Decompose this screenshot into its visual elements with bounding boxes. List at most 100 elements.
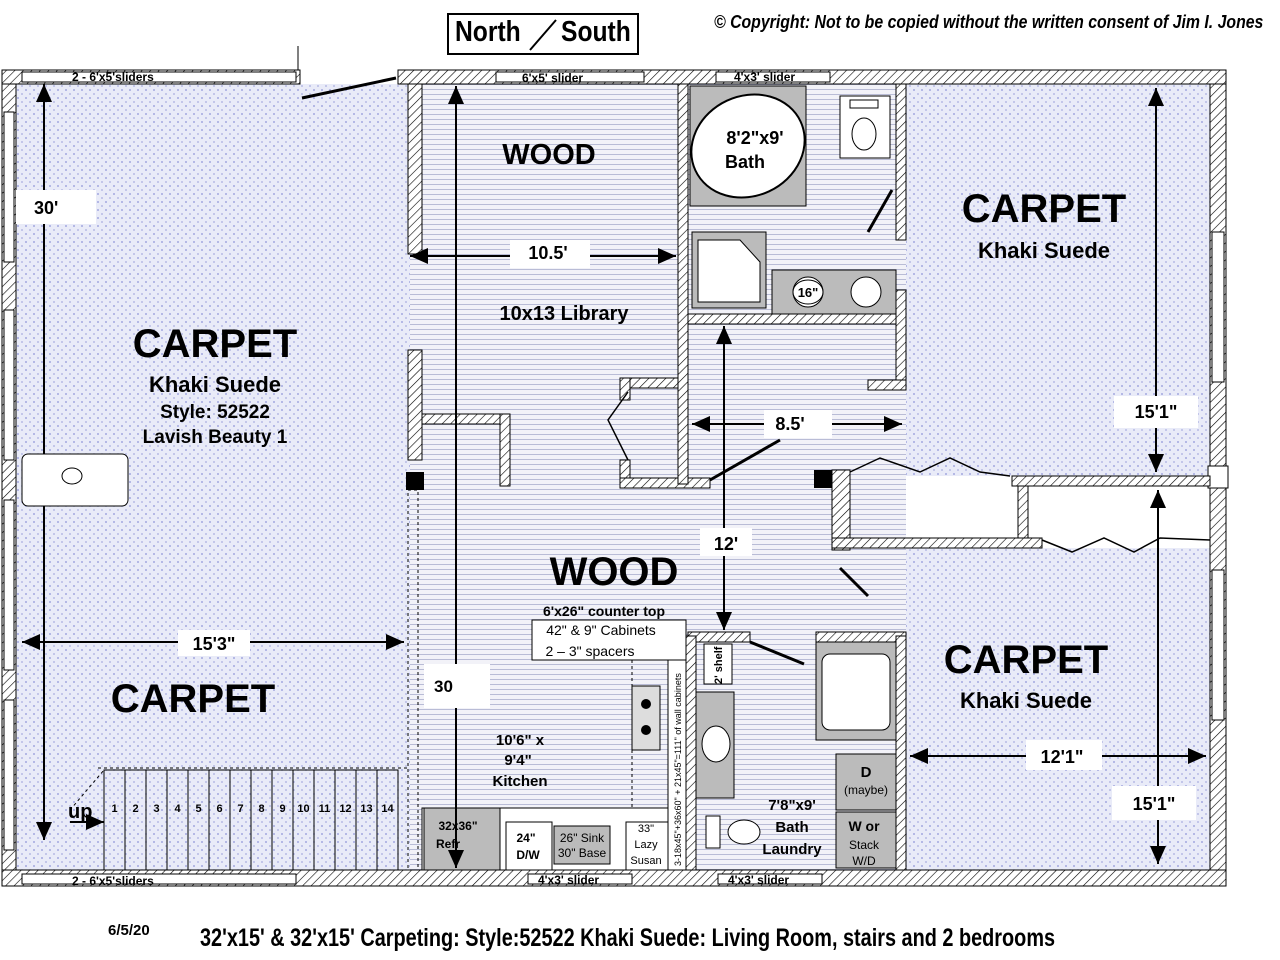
bath-tub-size-label: 8'2"x9'	[726, 128, 783, 148]
copyright-notice: © Copyright: Not to be copied without th…	[714, 12, 1264, 32]
window-left-2	[3, 309, 15, 461]
dishwasher	[505, 821, 553, 871]
living-style-label: Style: 52522	[160, 402, 270, 423]
window-top-right	[715, 71, 831, 83]
wall-cabinets-label: 3-18x45"+36x60" + 21x45"=111" of wall ca…	[673, 673, 683, 866]
window-right-1	[1211, 231, 1225, 383]
refr-name-label: Refr	[436, 837, 460, 851]
window-right-2	[1211, 569, 1225, 721]
compass-south: South	[561, 16, 631, 48]
wall-library-west-upper	[407, 83, 423, 255]
washer-wd-label: W/D	[852, 854, 876, 868]
counter-title-label: 6'x26" counter top	[543, 603, 665, 619]
wall-bath-west	[677, 83, 689, 485]
bedroom-top-floor-label: CARPET	[962, 187, 1126, 231]
wall-laundry-west	[685, 635, 697, 871]
window-top-left	[21, 71, 297, 83]
stair-step-number: 7	[237, 803, 243, 815]
stair-step-number: 4	[174, 803, 181, 815]
refr-size-label: 32x36"	[438, 819, 477, 833]
wall-bedroom-mid	[1011, 475, 1211, 487]
sink-size-label: 26" Sink	[560, 831, 605, 845]
lazy-name2-label: Susan	[630, 855, 661, 867]
library-name-label: 10x13 Library	[500, 303, 630, 325]
counter-line2-label: 2 – 3" spacers	[545, 643, 634, 659]
dryer	[835, 753, 897, 811]
stair-step-number: 2	[132, 803, 138, 815]
bedroom-bottom-floor-label: CARPET	[944, 638, 1108, 682]
bedroom-bottom-color-label: Khaki Suede	[960, 688, 1092, 713]
lazy-size-label: 33"	[638, 823, 654, 835]
window-left-1	[3, 111, 15, 263]
closet-doors-top	[849, 457, 1011, 477]
bath-tub	[690, 93, 806, 199]
library-wood-floor	[410, 84, 688, 870]
living-width-label: 15'3"	[193, 634, 236, 654]
wall-bath-east	[895, 83, 907, 241]
living-name-label: Lavish Beauty 1	[143, 427, 288, 448]
counter-line1-label: 42" & 9" Cabinets	[546, 622, 656, 638]
bedroom-top-dim-label: 15'1"	[1135, 402, 1178, 422]
living-color-label: Khaki Suede	[149, 372, 281, 397]
kitchen-size2-label: 9'4"	[504, 752, 531, 769]
laundry-toilet	[727, 819, 761, 845]
stair-step-number: 12	[339, 803, 351, 815]
sink-base-label: 30" Base	[558, 846, 607, 860]
stairs-up-label: up	[68, 801, 92, 823]
window-left-4	[3, 699, 15, 851]
laundry-door	[749, 640, 805, 666]
window-bottom-mid	[527, 873, 633, 885]
bedroom-top-color-label: Khaki Suede	[978, 238, 1110, 263]
stairs-floor-label: CARPET	[111, 677, 275, 721]
post-west	[406, 472, 424, 490]
stair-step	[376, 769, 399, 871]
wall-bath-south	[687, 313, 897, 325]
compass-north: North	[455, 16, 521, 48]
stair-step-number: 10	[297, 803, 309, 815]
entry-door	[301, 76, 397, 100]
dryer-label: D	[861, 764, 872, 781]
vent-right	[1207, 465, 1229, 489]
stair-step-number: 5	[195, 803, 201, 815]
stair-outline	[69, 767, 410, 811]
living-sink	[61, 467, 83, 485]
stair-step-number: 6	[216, 803, 222, 815]
hall-width-label: 8.5'	[775, 414, 804, 434]
kitchen-floor-label: WOOD	[550, 550, 679, 594]
lazy-name1-label: Lazy	[634, 839, 658, 851]
stair-step-number: 8	[258, 803, 264, 815]
wall-library-west-mid	[407, 349, 423, 461]
kitchen-sink	[553, 825, 611, 865]
kitchen-dim-30-label: 30	[434, 677, 453, 696]
stair-step-number: 9	[279, 803, 285, 815]
bath-tub-name-label: Bath	[725, 152, 765, 172]
window-top-mid	[495, 71, 645, 83]
label-window-top-right: 4'x3' slider	[734, 70, 795, 84]
vanity-sink-2	[850, 276, 882, 308]
stair-step-number: 13	[360, 803, 372, 815]
kitchen-name-label: Kitchen	[492, 773, 547, 790]
compass-box	[447, 13, 639, 55]
bath-door	[866, 189, 894, 233]
dw-name-label: D/W	[516, 848, 540, 862]
stair-step-number: 3	[153, 803, 159, 815]
window-left-3	[3, 499, 15, 671]
shelf	[703, 643, 733, 685]
shelf-label: 2' shelf	[713, 646, 725, 684]
living-floor-label: CARPET	[133, 322, 297, 366]
living-height-label: 30'	[34, 198, 58, 218]
toilet	[851, 117, 877, 151]
footer-caption: 32'x15' & 32'x15' Carpeting: Style:52522…	[200, 924, 1056, 952]
stove	[631, 685, 661, 751]
post-east	[814, 470, 832, 488]
closet-doors	[607, 391, 629, 461]
stair-step-number: 11	[319, 803, 331, 815]
vanity-sink-label: 16"	[798, 285, 819, 300]
counter-top	[531, 619, 687, 661]
washer-label: W or	[848, 818, 880, 834]
washer-stack-label: Stack	[849, 838, 880, 852]
stair-step-number: 1	[111, 803, 117, 815]
closet-doors-bottom	[1041, 537, 1211, 553]
